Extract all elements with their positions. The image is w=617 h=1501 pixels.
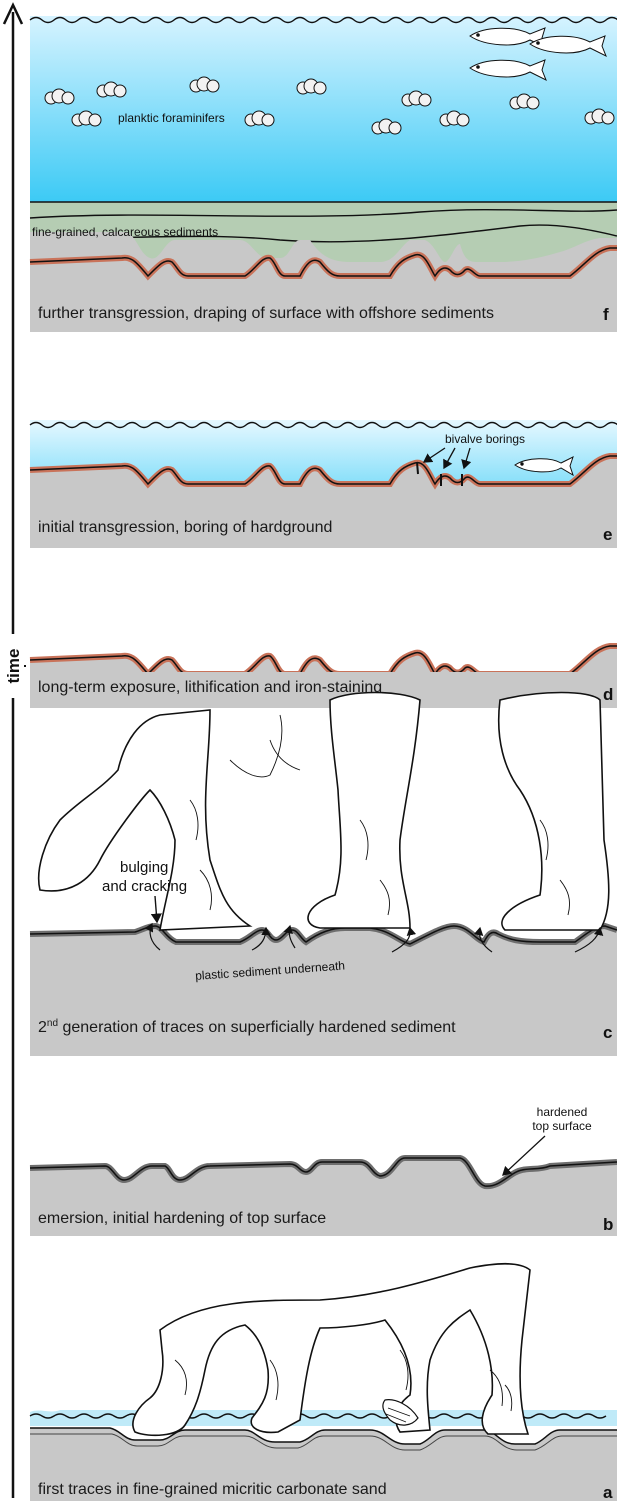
sauropod-a bbox=[133, 1264, 530, 1436]
label-fine-grained-sediments: fine-grained, calcareous sediments bbox=[32, 225, 218, 239]
panel-letter-b: b bbox=[603, 1215, 613, 1234]
panel-c: bulging and cracking plastic sediment un… bbox=[30, 693, 617, 1057]
label-bulging-2: and cracking bbox=[102, 878, 187, 895]
panel-letter-c: c bbox=[603, 1023, 612, 1042]
panel-a: first traces in fine-grained micritic ca… bbox=[30, 1264, 617, 1501]
panel-b: hardened top surface emersion, initial h… bbox=[30, 1105, 617, 1236]
bulging-arrow bbox=[155, 896, 157, 922]
caption-f: further transgression, draping of surfac… bbox=[38, 305, 494, 322]
caption-c: 2nd generation of traces on superficiall… bbox=[38, 1018, 456, 1036]
label-bulging-1: bulging bbox=[120, 859, 168, 876]
label-hardened-1: hardened bbox=[537, 1105, 588, 1119]
panel-letter-e: e bbox=[603, 525, 612, 544]
water-column bbox=[30, 16, 617, 202]
label-hardened-2: top surface bbox=[532, 1119, 592, 1133]
panel-letter-d: d bbox=[603, 685, 613, 704]
panel-e: bivalve borings initial transgression, b… bbox=[30, 420, 617, 548]
panel-letter-a: a bbox=[603, 1483, 613, 1501]
caption-e: initial transgression, boring of hardgro… bbox=[38, 519, 332, 536]
caption-d: long-term exposure, lithification and ir… bbox=[38, 679, 382, 696]
caption-b: emersion, initial hardening of top surfa… bbox=[38, 1210, 326, 1227]
label-planktic-foraminifers: planktic foraminifers bbox=[118, 111, 225, 125]
caption-a: first traces in fine-grained micritic ca… bbox=[38, 1481, 387, 1498]
label-bivalve-borings: bivalve borings bbox=[445, 432, 525, 446]
time-axis: time bbox=[2, 5, 26, 1498]
panel-letter-f: f bbox=[603, 305, 609, 324]
time-axis-label: time bbox=[4, 649, 23, 684]
panel-f: further transgression, draping of surfac… bbox=[30, 16, 617, 332]
